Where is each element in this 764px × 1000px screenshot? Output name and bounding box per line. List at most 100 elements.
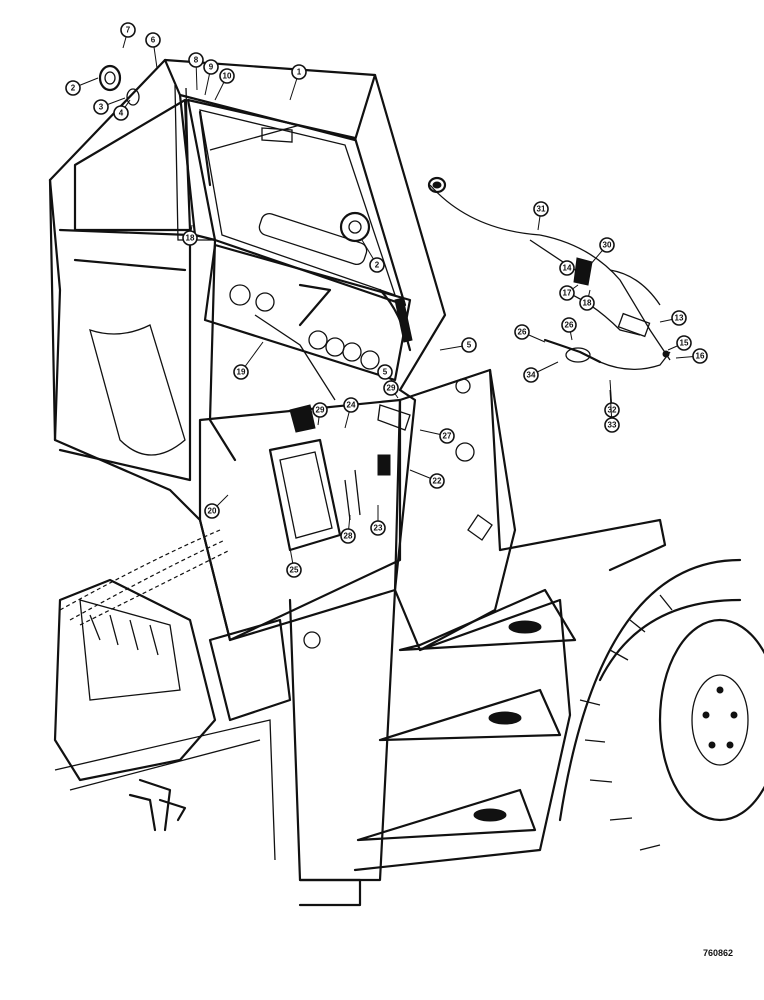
callout-label: 24 (347, 401, 356, 410)
callout-label: 33 (608, 421, 617, 430)
callout-1: 1 (289, 64, 307, 101)
callout-circle (599, 237, 615, 253)
callout-label: 32 (608, 406, 617, 415)
callout-26: 26 (514, 324, 546, 343)
callout-18: 18 (182, 224, 198, 246)
callout-33: 33 (604, 389, 620, 433)
callout-circle (65, 80, 81, 96)
engine (53, 578, 292, 861)
callout-2: 2 (65, 77, 99, 96)
callout-circle (439, 428, 455, 444)
callout-label: 1 (297, 68, 302, 77)
callout-4: 4 (113, 99, 131, 121)
callout-29: 29 (383, 380, 399, 399)
callout-label: 18 (583, 299, 592, 308)
callout-26: 26 (561, 317, 577, 341)
callout-31: 31 (533, 201, 549, 231)
callout-circle (188, 52, 204, 68)
dome-light (98, 64, 140, 106)
loader-post-and-steps (288, 368, 667, 907)
callout-circle (312, 402, 328, 418)
callout-label: 17 (563, 289, 572, 298)
callout-label: 25 (290, 566, 299, 575)
callout-label: 16 (696, 352, 705, 361)
callout-29: 29 (312, 402, 328, 426)
callout-label: 5 (383, 368, 388, 377)
callout-label: 13 (675, 314, 684, 323)
control-box (198, 398, 411, 642)
callout-label: 18 (186, 234, 195, 243)
callout-circle (233, 364, 249, 380)
callout-circle (219, 68, 235, 84)
callout-label: 7 (126, 26, 131, 35)
callout-8: 8 (188, 52, 204, 91)
callout-label: 6 (151, 36, 156, 45)
callout-label: 9 (209, 63, 214, 72)
callout-label: 10 (223, 72, 232, 81)
callout-label: 19 (237, 368, 246, 377)
callout-circle (203, 59, 219, 75)
callout-3: 3 (93, 97, 126, 115)
callout-circle (514, 324, 530, 340)
callout-7: 7 (120, 22, 136, 49)
callout-circle (676, 335, 692, 351)
callout-19: 19 (233, 341, 264, 380)
callout-label: 26 (518, 328, 527, 337)
callout-label: 29 (387, 384, 396, 393)
callout-label: 4 (119, 109, 124, 118)
callout-10: 10 (214, 68, 235, 101)
callout-circle (559, 285, 575, 301)
cab-frame (48, 58, 447, 642)
callout-label: 26 (565, 321, 574, 330)
callout-23: 23 (370, 505, 386, 536)
callout-circle (461, 337, 477, 353)
dashboard-panel (203, 212, 413, 401)
callout-14: 14 (559, 260, 579, 276)
callout-16: 16 (675, 348, 708, 364)
mounting-bracket (128, 793, 187, 832)
callout-circle (523, 367, 539, 383)
callout-28: 28 (340, 514, 356, 544)
callout-5: 5 (439, 337, 477, 353)
figure-id: 760862 (703, 948, 733, 958)
callout-label: 2 (71, 84, 76, 93)
callout-label: 29 (316, 406, 325, 415)
callout-circle (370, 520, 386, 536)
callout-label: 15 (680, 339, 689, 348)
callout-9: 9 (203, 59, 219, 96)
callout-15: 15 (667, 335, 692, 351)
callout-label: 23 (374, 524, 383, 533)
callout-circle (604, 417, 620, 433)
callout-32: 32 (604, 379, 620, 418)
callout-label: 31 (537, 205, 546, 214)
callout-6: 6 (145, 32, 161, 69)
callout-30: 30 (589, 237, 615, 266)
callout-13: 13 (659, 310, 687, 326)
callout-circle (369, 257, 385, 273)
callout-layer: 1234567891021819313014171813262615163432… (65, 22, 708, 578)
callout-27: 27 (419, 428, 455, 444)
callout-label: 2 (375, 261, 380, 270)
callout-label: 34 (527, 371, 536, 380)
callout-circle (182, 230, 198, 246)
callout-circle (343, 397, 359, 413)
callout-circle (671, 310, 687, 326)
callout-circle (291, 64, 307, 80)
callout-17: 17 (559, 284, 579, 301)
callout-label: 30 (603, 241, 612, 250)
callout-2: 2 (361, 239, 385, 273)
callout-circle (286, 562, 302, 578)
callout-circle (120, 22, 136, 38)
wiper-motor (339, 211, 371, 243)
callout-circle (383, 380, 399, 396)
callout-circle (93, 99, 109, 115)
callout-label: 8 (194, 56, 199, 65)
callout-circle (204, 503, 220, 519)
callout-circle (377, 364, 393, 380)
callout-circle (533, 201, 549, 217)
callout-circle (559, 260, 575, 276)
callout-circle (579, 295, 595, 311)
callout-label: 5 (467, 341, 472, 350)
callout-label: 22 (433, 477, 442, 486)
wiring-harness (59, 84, 671, 626)
